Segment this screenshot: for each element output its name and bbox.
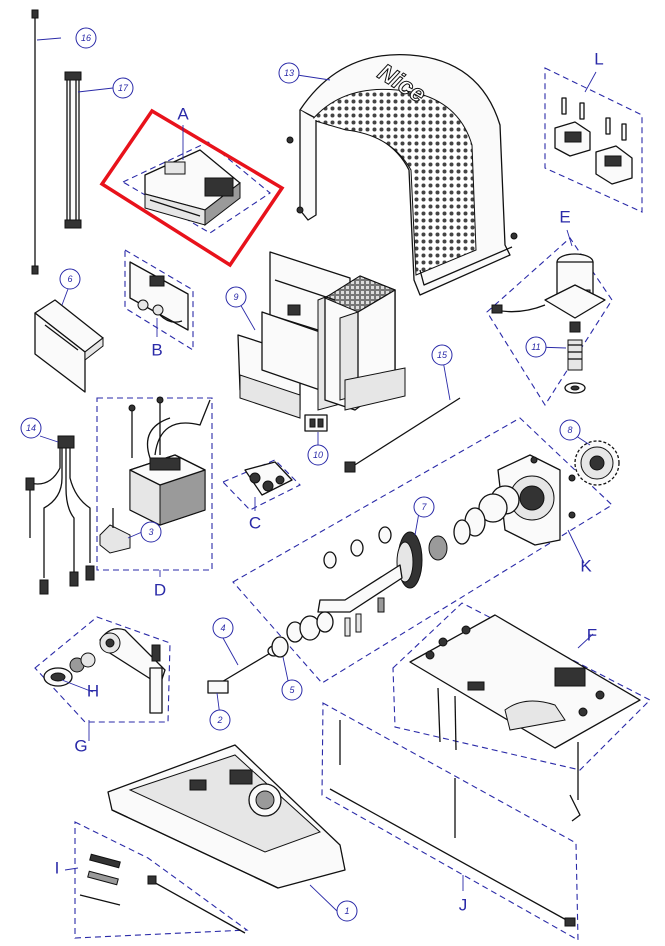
callout-11: 11 bbox=[525, 336, 547, 358]
part-group-l-limit-switches bbox=[544, 67, 643, 213]
callout-17: 17 bbox=[112, 77, 134, 99]
part-5-washer bbox=[271, 636, 289, 658]
svg-text:15: 15 bbox=[437, 350, 448, 360]
callout-14: 14 bbox=[20, 417, 42, 439]
callout-1: 1 bbox=[336, 900, 358, 922]
part-2-spacer bbox=[207, 680, 229, 694]
callout-9: 9 bbox=[225, 286, 247, 308]
part-group-f-base-plate bbox=[392, 602, 651, 822]
part-15-cable-tie bbox=[344, 397, 461, 473]
callout-15: 15 bbox=[431, 344, 453, 366]
svg-text:10: 10 bbox=[313, 450, 323, 460]
callout-13: 13 bbox=[278, 62, 300, 84]
part-14-wiring-harness bbox=[25, 435, 95, 595]
part-group-b-radio-board bbox=[124, 249, 194, 351]
callout-6: 6 bbox=[59, 268, 81, 290]
part-16-antenna-cable bbox=[31, 9, 39, 275]
group-letter-k: K bbox=[580, 557, 592, 576]
part-4-bolt bbox=[219, 645, 281, 684]
part-13-cover: Nice bbox=[286, 53, 518, 296]
highlight-box-a bbox=[99, 108, 285, 268]
callout-8: 8 bbox=[559, 419, 581, 441]
group-letter-b: B bbox=[151, 341, 162, 360]
svg-text:7: 7 bbox=[421, 502, 427, 512]
group-letters: A B C D E F G H I J K L bbox=[55, 50, 604, 915]
svg-text:13: 13 bbox=[284, 68, 294, 78]
part-9-motor-housing bbox=[237, 251, 406, 419]
callout-7: 7 bbox=[413, 496, 435, 518]
part-8-pinion-gear bbox=[574, 440, 620, 486]
group-letter-l: L bbox=[594, 50, 603, 69]
group-letter-j: J bbox=[459, 896, 468, 915]
group-letter-a: A bbox=[177, 105, 189, 124]
svg-text:6: 6 bbox=[67, 274, 72, 284]
svg-text:9: 9 bbox=[233, 292, 238, 302]
part-callouts: 1 2 3 4 5 6 7 8 9 10 11 13 14 15 16 17 bbox=[20, 27, 581, 922]
svg-text:14: 14 bbox=[26, 423, 36, 433]
callout-3: 3 bbox=[140, 521, 162, 543]
group-letter-h: H bbox=[87, 682, 99, 701]
svg-text:1: 1 bbox=[344, 906, 349, 916]
svg-text:11: 11 bbox=[531, 342, 540, 352]
callout-2: 2 bbox=[209, 709, 231, 731]
callout-5: 5 bbox=[281, 679, 303, 701]
svg-text:2: 2 bbox=[216, 715, 222, 725]
group-letter-i: I bbox=[55, 859, 60, 878]
part-group-d-transformer bbox=[96, 396, 213, 571]
part-group-a-control-board bbox=[121, 141, 271, 234]
svg-text:8: 8 bbox=[567, 425, 572, 435]
callout-10: 10 bbox=[307, 444, 329, 466]
svg-text:4: 4 bbox=[220, 623, 225, 633]
svg-text:5: 5 bbox=[289, 685, 295, 695]
svg-text:3: 3 bbox=[148, 527, 153, 537]
part-group-k-gearbox bbox=[232, 417, 613, 684]
svg-text:16: 16 bbox=[81, 33, 91, 43]
group-letter-e: E bbox=[559, 208, 570, 227]
group-letter-f: F bbox=[587, 626, 597, 645]
group-letter-g: G bbox=[74, 737, 87, 756]
group-letter-c: C bbox=[249, 514, 261, 533]
part-group-j-rods bbox=[321, 702, 579, 941]
group-letter-d: D bbox=[154, 581, 166, 600]
part-10-connector bbox=[304, 414, 328, 432]
part-6-bracket bbox=[34, 299, 104, 393]
part-group-e-encoder-motor bbox=[486, 237, 613, 407]
svg-text:17: 17 bbox=[118, 83, 129, 93]
callout-4: 4 bbox=[212, 617, 234, 639]
callout-16: 16 bbox=[75, 27, 97, 49]
part-17-ribbon-cable bbox=[64, 71, 82, 229]
part-group-i-accessories bbox=[74, 821, 249, 939]
part-1-base bbox=[107, 744, 346, 889]
part-group-c-clip bbox=[222, 459, 301, 511]
part-group-g-release-lever bbox=[34, 616, 171, 723]
